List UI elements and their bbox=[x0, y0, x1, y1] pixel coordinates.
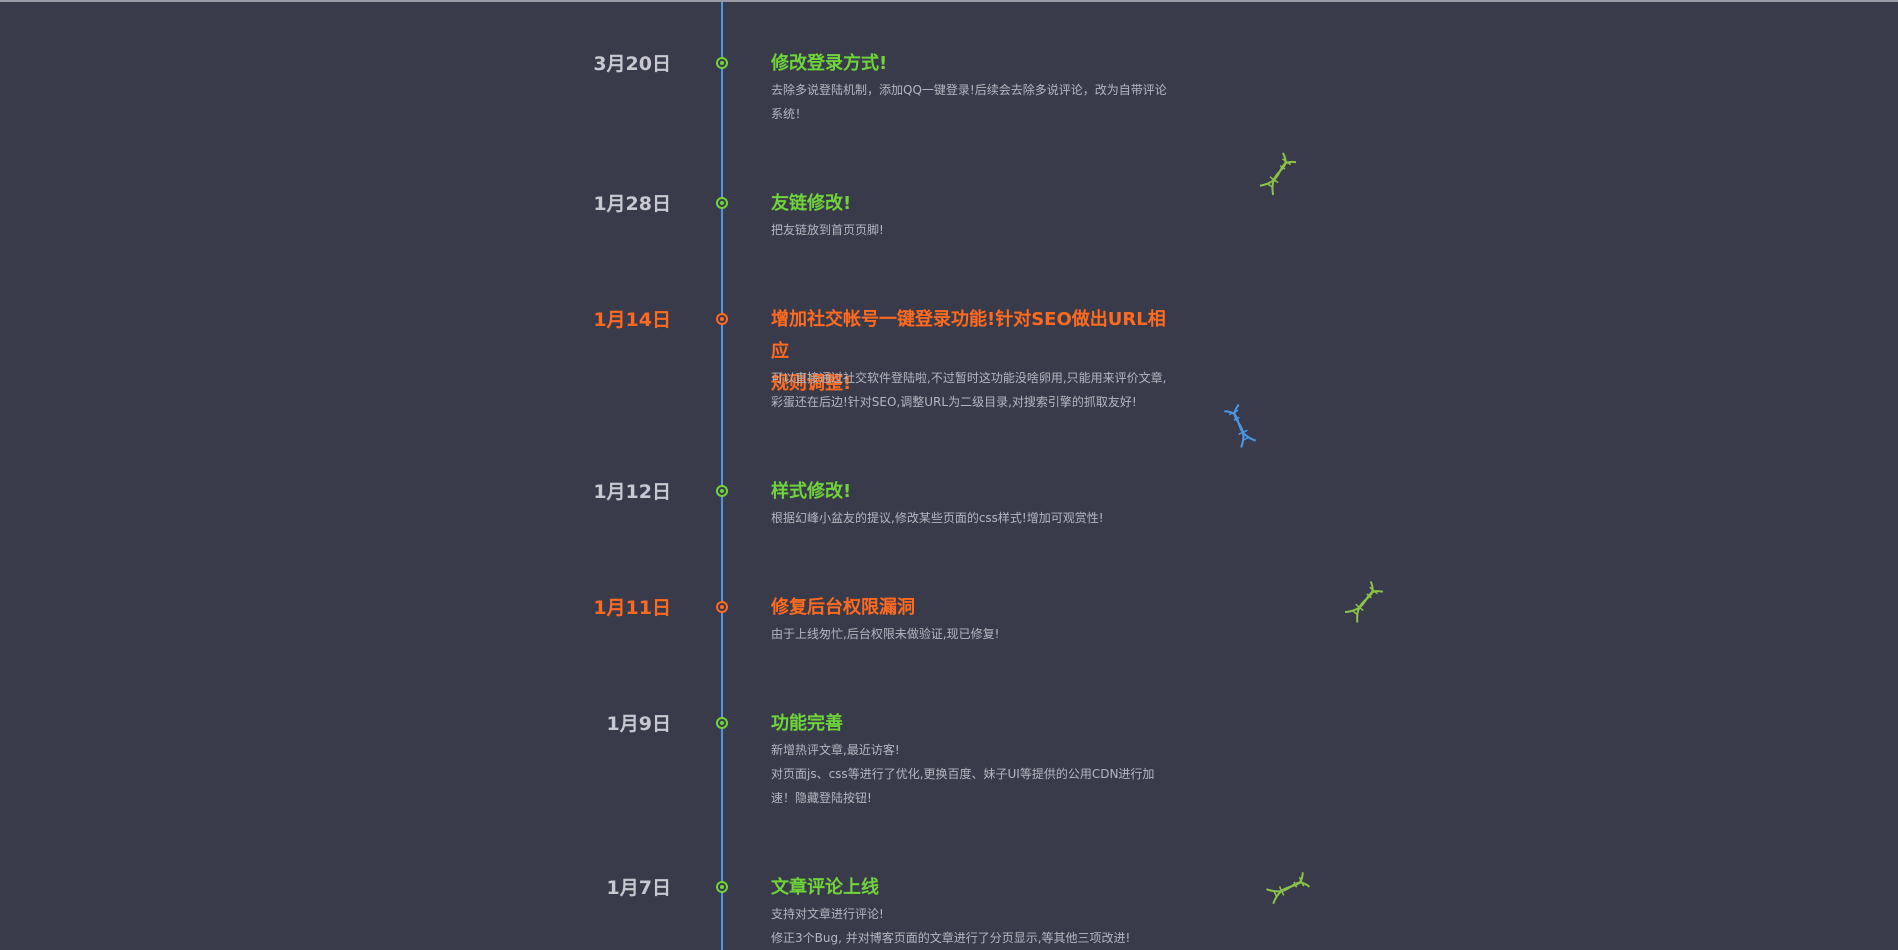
entry-date: 1月28日 bbox=[593, 193, 671, 215]
entry-date: 1月14日 bbox=[593, 309, 671, 331]
entry-desc-line: 修正3个Bug, 并对博客页面的文章进行了分页显示,等其他三项改进! bbox=[771, 931, 1131, 945]
dna-icon bbox=[1224, 403, 1257, 448]
entry-title: 功能完善 bbox=[771, 713, 843, 734]
entry-description: 由于上线匆忙,后台权限未做验证,现已修复! bbox=[771, 622, 1181, 646]
entry-description: 去除多说登陆机制，添加QQ一键登录!后续会去除多说评论，改为自带评论 系统！ bbox=[771, 78, 1181, 126]
entry-date: 3月20日 bbox=[593, 53, 671, 75]
entry-title-line: 规则调整! bbox=[771, 373, 852, 394]
entry-desc-line: 系统！ bbox=[771, 107, 808, 121]
entry-desc-line: 去除多说登陆机制，添加QQ一键登录!后续会去除多说评论，改为自带评论 bbox=[771, 83, 1167, 97]
timeline-dot-icon bbox=[716, 313, 728, 325]
timeline-dot-icon bbox=[716, 485, 728, 497]
entry-desc-line: 彩蛋还在后边!针对SEO,调整URL为二级目录,对搜索引擎的抓取友好! bbox=[771, 395, 1137, 409]
top-border bbox=[0, 0, 1898, 2]
entry-date: 1月9日 bbox=[606, 713, 671, 735]
timeline-dot-icon bbox=[716, 601, 728, 613]
entry-desc-line: 对页面js、css等进行了优化,更换百度、妹子UI等提供的公用CDN进行加 bbox=[771, 767, 1155, 781]
timeline-dot-icon bbox=[716, 881, 728, 893]
entry-title: 样式修改! bbox=[771, 481, 852, 502]
entry-date: 1月7日 bbox=[606, 877, 671, 899]
entry-desc-line: 支持对文章进行评论! bbox=[771, 907, 884, 921]
entry-desc-line: 可以直接通过社交软件登陆啦,不过暂时这功能没啥卵用,只能用来评价文章, bbox=[771, 371, 1167, 385]
dna-icon bbox=[1344, 581, 1384, 623]
timeline-line bbox=[721, 2, 723, 950]
timeline-dot-icon bbox=[716, 197, 728, 209]
entry-title: 修复后台权限漏洞 bbox=[771, 597, 915, 618]
entry-description: 把友链放到首页页脚! bbox=[771, 218, 1181, 242]
timeline-dot-icon bbox=[716, 717, 728, 729]
timeline-dot-icon bbox=[716, 57, 728, 69]
entry-desc-line: 由于上线匆忙,后台权限未做验证,现已修复! bbox=[771, 627, 1000, 641]
entry-title: 修改登录方式! bbox=[771, 53, 888, 74]
entry-desc-line: 速！隐藏登陆按钮! bbox=[771, 791, 872, 805]
entry-description: 根据幻峰小盆友的提议,修改某些页面的css样式!增加可观赏性! bbox=[771, 506, 1181, 530]
entry-date: 1月11日 bbox=[593, 597, 671, 619]
entry-desc-line: 根据幻峰小盆友的提议,修改某些页面的css样式!增加可观赏性! bbox=[771, 511, 1104, 525]
entry-description: 支持对文章进行评论! 修正3个Bug, 并对博客页面的文章进行了分页显示,等其他… bbox=[771, 902, 1181, 950]
entry-desc-line: 新增热评文章,最近访客! bbox=[771, 743, 900, 757]
dna-icon bbox=[1259, 152, 1297, 196]
entry-date: 1月12日 bbox=[593, 481, 671, 503]
entry-title: 增加社交帐号一键登录功能!针对SEO做出URL相应 规则调整! bbox=[771, 304, 1181, 400]
entry-title: 友链修改! bbox=[771, 193, 852, 214]
entry-description: 新增热评文章,最近访客! 对页面js、css等进行了优化,更换百度、妹子UI等提… bbox=[771, 738, 1181, 810]
entry-description: 可以直接通过社交软件登陆啦,不过暂时这功能没啥卵用,只能用来评价文章, 彩蛋还在… bbox=[771, 366, 1181, 414]
entry-title: 文章评论上线 bbox=[771, 877, 879, 898]
entry-desc-line: 把友链放到首页页脚! bbox=[771, 223, 884, 237]
dna-icon bbox=[1266, 872, 1311, 905]
entry-title-line: 增加社交帐号一键登录功能!针对SEO做出URL相应 bbox=[771, 309, 1166, 362]
